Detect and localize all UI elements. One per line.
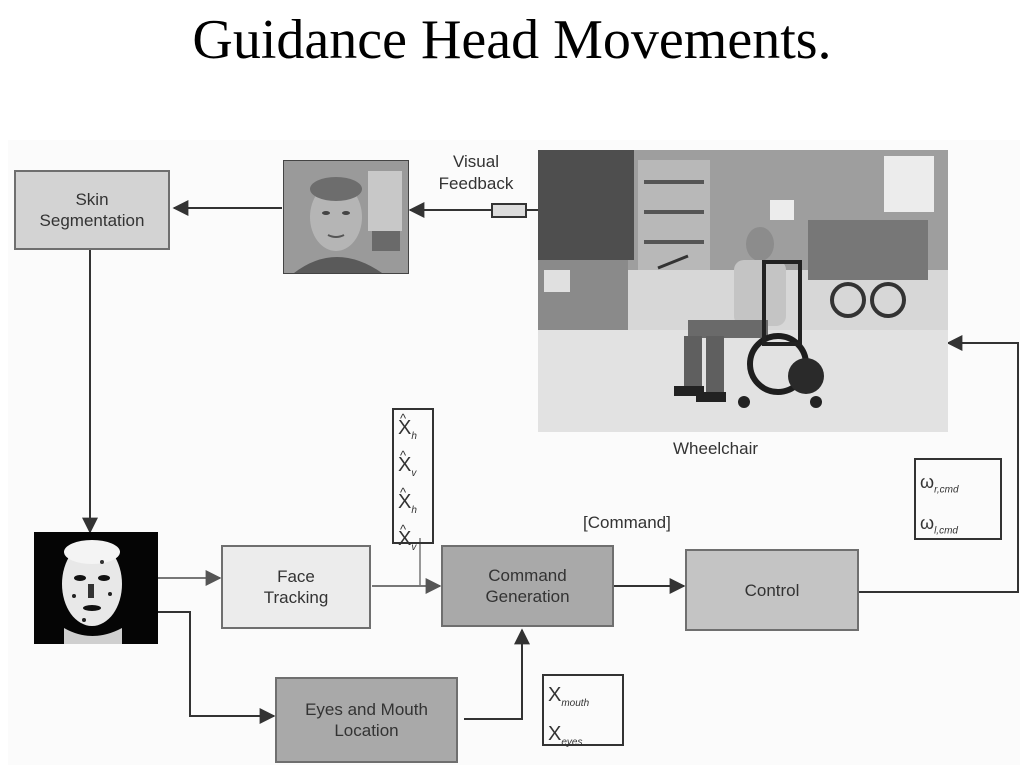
slide-title: Guidance Head Movements. (192, 9, 832, 71)
wheelchair-photo (538, 150, 948, 432)
wheelchair-label: Wheelchair (673, 439, 759, 458)
control-box: Control (685, 549, 859, 631)
feature-vector-bracket: Xmouth Xeyes (542, 674, 624, 748)
omega-vector-entry: ωl,cmd (920, 512, 958, 537)
command-generation-box: Command Generation (441, 545, 614, 627)
command-label: [Command] (583, 513, 671, 532)
state-vector-entry: ^Xh (398, 411, 417, 442)
system-diagram: Skin Segmentation Face Tracking Command … (8, 140, 1020, 765)
arrow-binary-to-eyes (158, 611, 276, 724)
omega-vector-bracket: ωr,cmd ωl,cmd (914, 458, 1002, 540)
connector-lines (82, 200, 1019, 724)
segmented-face-image (34, 532, 158, 644)
eyes-mouth-location-box: Eyes and Mouth Location (275, 677, 458, 763)
visual-feedback-label: Visual Feedback (438, 152, 514, 193)
feature-vector-entry: Xmouth (548, 684, 590, 709)
arrow-control-to-wheelchair (859, 335, 1019, 593)
state-vector-entry: ^Xv (398, 448, 417, 479)
state-vector-entry: ^Xv (398, 522, 417, 553)
face-camera-photo (283, 160, 409, 274)
face-tracking-box: Face Tracking (221, 545, 371, 629)
arrow-eyes-to-command (464, 628, 530, 720)
camera-icon (491, 203, 527, 218)
feature-vector-entry: Xeyes (548, 723, 583, 748)
omega-vector-entry: ωr,cmd (920, 472, 959, 496)
state-vector-entry: ^Xh (398, 485, 417, 516)
skin-segmentation-box: Skin Segmentation (14, 170, 170, 250)
state-vector-bracket: ^Xh ^Xv ^Xh ^Xv (392, 408, 434, 553)
